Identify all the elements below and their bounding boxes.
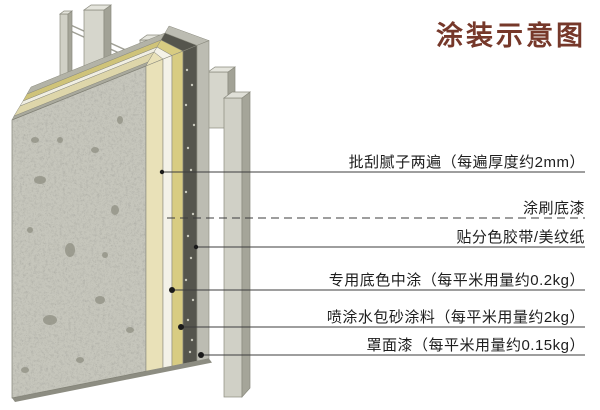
slab-underside-edge — [12, 358, 212, 402]
label-masking-tape: 贴分色胶带/美纹纸 — [456, 229, 585, 246]
label-putty: 批刮腻子两遍（每遍厚度约2mm） — [348, 154, 585, 171]
layer-sand-coating — [182, 44, 198, 365]
layer-primer — [162, 55, 173, 369]
label-mid-coat: 专用底色中涂（每平米用量约0.2kg） — [328, 272, 585, 289]
right-column — [222, 91, 252, 398]
label-sand-coating: 喷涂水包砂涂料（每平米用量约2kg） — [326, 309, 585, 326]
concrete-aggregate-spots — [21, 116, 134, 373]
stud-post-1 — [82, 4, 113, 67]
layer-mid-coat — [171, 50, 184, 367]
sand-coating-texture-dots — [184, 68, 196, 354]
leader-endpoint-dots — [159, 169, 204, 358]
peeled-layer-corner — [145, 25, 210, 67]
leader-lines — [162, 171, 585, 356]
top-edge-layer-bands — [11, 32, 166, 121]
label-top-coat: 罩面漆（每平米用量约0.15kg） — [366, 337, 585, 354]
concrete-wall-face — [11, 65, 147, 399]
coating-layer-strips — [145, 40, 210, 372]
layer-top-coat — [196, 40, 210, 362]
layer-putty — [145, 58, 164, 372]
page-title: 涂装示意图 — [436, 21, 586, 51]
label-primer: 涂刷底漆 — [522, 200, 585, 217]
